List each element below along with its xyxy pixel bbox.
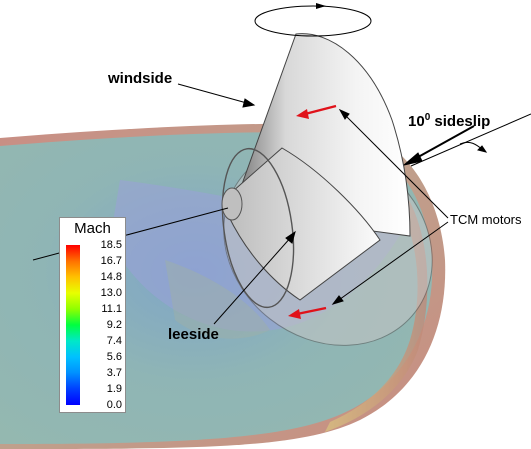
legend-tick: 11.1 xyxy=(101,303,122,315)
leeside-label: leeside xyxy=(168,326,219,343)
tcm-leader-lower-head xyxy=(331,295,344,305)
tcm-leader-upper-head xyxy=(338,108,350,120)
sideslip-exponent: 0 xyxy=(424,112,431,123)
sideslip-label: 100 sideslip xyxy=(408,112,490,130)
legend-title: Mach xyxy=(74,220,111,237)
legend-tick: 5.6 xyxy=(106,351,122,363)
legend-tick: 18.5 xyxy=(100,239,122,251)
legend-tick: 3.7 xyxy=(106,367,122,379)
motor-arrow-upper xyxy=(296,104,337,119)
tcm-motors-label: TCM motors xyxy=(450,212,522,227)
windside-leader-head xyxy=(242,98,256,108)
legend-tick: 14.8 xyxy=(100,271,122,283)
tcm-leader-upper xyxy=(341,111,449,219)
legend-color-bar xyxy=(66,245,80,405)
legend-tick: 0.0 xyxy=(106,399,122,411)
sideslip-arrow-shaft xyxy=(410,125,475,162)
capsule-cone-front xyxy=(227,147,381,301)
leeside-lobe xyxy=(165,260,270,339)
legend-tick: 16.7 xyxy=(100,255,122,267)
tcm-leader-lower xyxy=(335,221,449,303)
capsule xyxy=(221,33,433,346)
leader-lines xyxy=(32,83,531,325)
windside-leader xyxy=(177,83,255,106)
leeside-leader xyxy=(213,235,293,325)
sideslip-value: 10 xyxy=(408,113,425,130)
legend-tick: 13.0 xyxy=(100,287,122,299)
legend-tick: 9.2 xyxy=(106,319,122,331)
nose-cap xyxy=(221,187,243,221)
leeside-leader-head xyxy=(285,230,296,244)
rotation-ellipse-icon xyxy=(254,3,372,37)
sideslip-arrow-head xyxy=(403,152,423,166)
windside-label: windside xyxy=(108,70,173,87)
legend-tick: 7.4 xyxy=(106,335,122,347)
mach-legend: Mach 18.5 16.7 14.8 13.0 11.1 9.2 7.4 5.… xyxy=(59,217,126,413)
sideslip-angle-arc-head xyxy=(477,145,488,153)
heat-band xyxy=(325,200,428,432)
freestream-direction-line xyxy=(410,113,531,167)
legend-tick: 1.9 xyxy=(106,383,122,395)
motor-arrow-lower xyxy=(288,306,327,319)
sideslip-text: sideslip xyxy=(430,113,491,130)
shoulder-ring xyxy=(221,147,295,309)
